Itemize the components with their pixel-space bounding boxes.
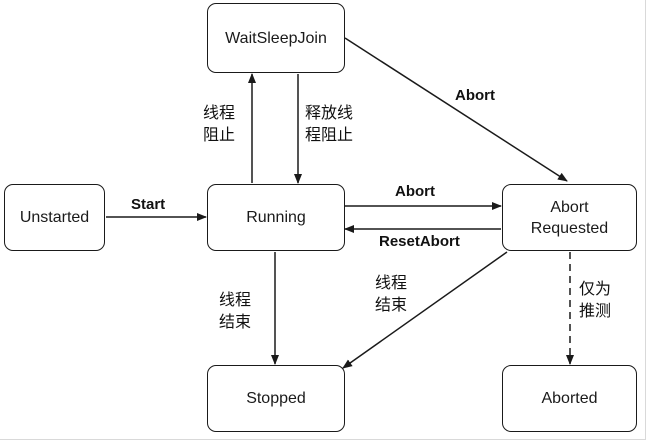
label-abort-running: Abort [395,183,435,200]
state-running: Running [207,184,345,251]
state-aborted-label: Aborted [541,390,598,407]
label-thread-end-running: 线程 结束 [219,290,252,331]
state-stopped: Stopped [207,365,345,432]
state-abort-requested-label: Abort Requested [530,198,609,237]
label-thread-end-abort: 线程 结束 [375,273,408,314]
state-abort-requested: Abort Requested [502,184,637,251]
state-unstarted: Unstarted [4,184,105,251]
state-wait-sleep-join: WaitSleepJoin [207,3,345,73]
label-release-block: 释放线 程阻止 [305,103,354,144]
label-thread-block: 线程 阻止 [203,103,236,144]
state-running-label: Running [246,209,306,226]
state-stopped-label: Stopped [246,390,306,407]
label-start: Start [131,196,166,213]
label-reset-abort: ResetAbort [379,233,460,250]
arrow-thread-end-abort [342,251,508,369]
label-speculative: 仅为 推测 [579,279,612,320]
state-aborted: Aborted [502,365,637,432]
label-abort-wait: Abort [455,87,495,104]
arrow-abort-wait [344,37,568,182]
state-wait-sleep-join-label: WaitSleepJoin [225,29,327,47]
state-unstarted-label: Unstarted [19,209,90,226]
